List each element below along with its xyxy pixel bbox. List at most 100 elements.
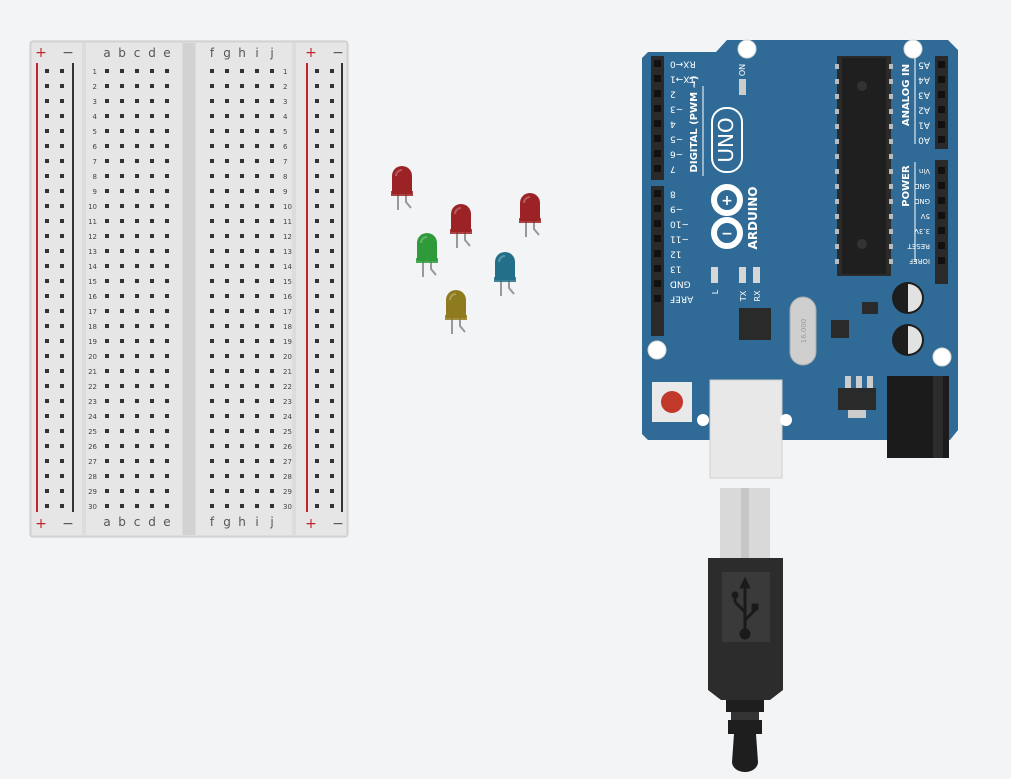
breadboard-hole[interactable] [255,474,259,478]
power-rail-hole[interactable] [60,294,64,298]
breadboard-hole[interactable] [150,354,154,358]
power-pin-socket[interactable] [938,197,945,204]
breadboard-hole[interactable] [225,384,229,388]
breadboard-hole[interactable] [225,249,229,253]
breadboard-hole[interactable] [135,114,139,118]
power-rail-hole[interactable] [45,114,49,118]
breadboard-hole[interactable] [255,219,259,223]
breadboard-hole[interactable] [105,219,109,223]
breadboard-hole[interactable] [270,339,274,343]
usb-cable[interactable] [708,488,783,772]
power-rail-hole[interactable] [60,84,64,88]
breadboard-hole[interactable] [210,99,214,103]
power-rail-hole[interactable] [60,189,64,193]
breadboard-hole[interactable] [210,309,214,313]
breadboard-hole[interactable] [150,279,154,283]
power-rail-hole[interactable] [315,204,319,208]
power-rail-hole[interactable] [330,459,334,463]
breadboard-hole[interactable] [120,159,124,163]
breadboard-hole[interactable] [120,234,124,238]
breadboard-hole[interactable] [150,129,154,133]
power-rail-hole[interactable] [330,159,334,163]
digital-pin-socket[interactable] [654,135,661,142]
breadboard-hole[interactable] [150,414,154,418]
power-rail-hole[interactable] [330,414,334,418]
breadboard-hole[interactable] [150,249,154,253]
breadboard-hole[interactable] [210,264,214,268]
breadboard-hole[interactable] [120,204,124,208]
breadboard-hole[interactable] [135,309,139,313]
breadboard-hole[interactable] [225,324,229,328]
breadboard-hole[interactable] [270,249,274,253]
breadboard-hole[interactable] [240,174,244,178]
digital-pin-socket[interactable] [654,205,661,212]
breadboard-hole[interactable] [165,309,169,313]
breadboard-hole[interactable] [165,489,169,493]
breadboard-hole[interactable] [255,69,259,73]
breadboard-hole[interactable] [240,309,244,313]
power-rail-hole[interactable] [60,279,64,283]
breadboard-hole[interactable] [210,504,214,508]
breadboard-hole[interactable] [135,84,139,88]
breadboard-hole[interactable] [135,264,139,268]
power-rail-hole[interactable] [315,444,319,448]
analog-pin-socket[interactable] [938,121,945,128]
breadboard-hole[interactable] [225,399,229,403]
power-pin-socket[interactable] [938,257,945,264]
breadboard-hole[interactable] [165,204,169,208]
breadboard-hole[interactable] [270,354,274,358]
breadboard-hole[interactable] [150,324,154,328]
breadboard-hole[interactable] [270,324,274,328]
breadboard-hole[interactable] [270,264,274,268]
power-rail-hole[interactable] [330,309,334,313]
breadboard-hole[interactable] [270,294,274,298]
red-led[interactable] [391,166,413,210]
breadboard-hole[interactable] [225,219,229,223]
breadboard-hole[interactable] [210,459,214,463]
breadboard-hole[interactable] [135,234,139,238]
digital-pin-socket[interactable] [654,295,661,302]
power-rail-hole[interactable] [60,324,64,328]
breadboard-hole[interactable] [150,384,154,388]
power-rail-hole[interactable] [60,339,64,343]
breadboard-hole[interactable] [225,234,229,238]
analog-pin-socket[interactable] [938,136,945,143]
power-rail-hole[interactable] [315,489,319,493]
breadboard-hole[interactable] [255,249,259,253]
breadboard-hole[interactable] [165,249,169,253]
breadboard-hole[interactable] [105,234,109,238]
analog-pin-socket[interactable] [938,106,945,113]
breadboard-hole[interactable] [135,144,139,148]
breadboard-hole[interactable] [240,279,244,283]
digital-pin-socket[interactable] [654,120,661,127]
breadboard-hole[interactable] [270,504,274,508]
breadboard-hole[interactable] [210,369,214,373]
power-rail-hole[interactable] [60,474,64,478]
breadboard-hole[interactable] [240,189,244,193]
blue-led[interactable] [494,252,516,296]
breadboard-hole[interactable] [165,414,169,418]
power-rail-hole[interactable] [60,219,64,223]
breadboard-hole[interactable] [240,384,244,388]
breadboard-hole[interactable] [240,99,244,103]
breadboard-hole[interactable] [270,174,274,178]
breadboard-hole[interactable] [270,309,274,313]
power-rail-hole[interactable] [330,219,334,223]
breadboard-hole[interactable] [240,324,244,328]
breadboard-hole[interactable] [120,264,124,268]
breadboard-hole[interactable] [270,369,274,373]
power-rail-hole[interactable] [45,429,49,433]
breadboard-hole[interactable] [270,99,274,103]
breadboard-hole[interactable] [165,429,169,433]
breadboard-hole[interactable] [165,144,169,148]
power-rail-hole[interactable] [60,369,64,373]
breadboard-hole[interactable] [105,354,109,358]
breadboard-hole[interactable] [105,429,109,433]
breadboard-hole[interactable] [210,189,214,193]
power-rail-hole[interactable] [45,69,49,73]
breadboard-hole[interactable] [135,189,139,193]
power-rail-hole[interactable] [45,309,49,313]
breadboard-hole[interactable] [210,234,214,238]
breadboard-hole[interactable] [105,204,109,208]
